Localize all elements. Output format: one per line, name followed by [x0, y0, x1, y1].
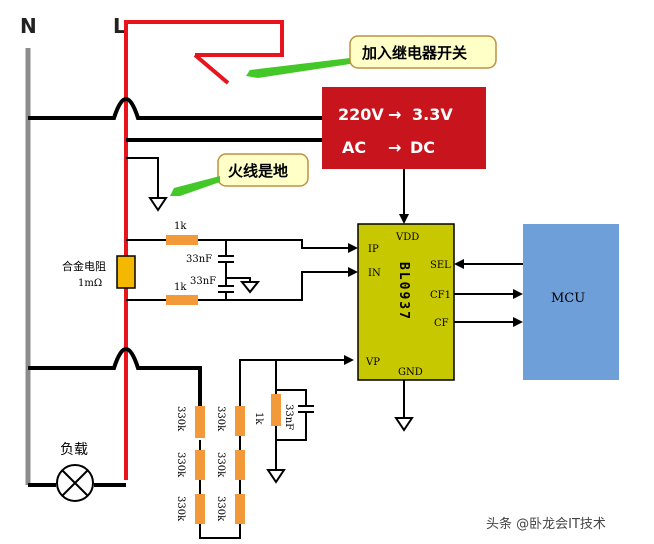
chip-ground — [394, 380, 414, 432]
resistor-div-4-value: 330k — [215, 406, 226, 432]
resistor-vp-value: 1k — [253, 412, 264, 425]
mcu-box — [523, 224, 619, 380]
pin-sel: SEL — [430, 260, 451, 271]
wire-neutral-bottom — [28, 347, 202, 410]
converter-in-voltage: 220V — [338, 105, 384, 124]
bl0937-chip — [357, 223, 455, 381]
resistor-div-2-value: 330k — [175, 452, 186, 478]
capacitor-vp-value: 33nF — [283, 404, 294, 430]
pin-gnd: GND — [398, 367, 423, 378]
in-branch — [126, 267, 358, 301]
live-label: L — [113, 14, 126, 38]
neutral-label: N — [20, 14, 37, 38]
resistor-div-5-value: 330k — [215, 452, 226, 478]
callout-live-ground-text: 火线是地 — [228, 162, 288, 180]
wire-neutral-top — [28, 97, 322, 120]
callout-relay-text: 加入继电器开关 — [361, 44, 467, 62]
capacitor-ip-value: 33nF — [186, 254, 212, 265]
resistor-in — [166, 295, 198, 305]
converter-arrow-2: → — [388, 138, 401, 157]
resistor-ip — [166, 235, 198, 245]
chip-name: BL0937 — [396, 262, 411, 321]
live-ground — [126, 157, 168, 212]
pin-in: IN — [368, 268, 381, 279]
converter-in-type: AC — [342, 138, 366, 157]
converter-arrow-1: → — [388, 105, 401, 124]
pin-cf: CF — [434, 318, 449, 329]
resistor-div-1-value: 330k — [175, 406, 186, 432]
resistor-vp — [271, 394, 281, 426]
resistor-div-1 — [195, 406, 205, 438]
capacitor-in-value: 33nF — [190, 276, 216, 287]
watermark: 头条 @卧龙会IT技术 — [486, 516, 606, 532]
resistor-div-2 — [195, 450, 205, 480]
mcu-label: MCU — [551, 291, 585, 306]
callout-relay: 加入继电器开关 — [246, 35, 497, 78]
load-label: 负载 — [60, 442, 88, 458]
converter-out-type: DC — [410, 138, 435, 157]
pin-ip: IP — [368, 244, 379, 255]
pin-vp: VP — [365, 357, 380, 368]
resistor-div-5 — [235, 450, 245, 480]
resistor-in-value: 1k — [174, 282, 187, 293]
resistor-div-3-value: 330k — [175, 496, 186, 522]
resistor-ip-value: 1k — [174, 221, 187, 232]
resistor-div-6 — [235, 494, 245, 524]
callout-live-ground: 火线是地 — [170, 153, 309, 196]
resistor-div-4 — [235, 406, 245, 436]
load-lamp — [56, 464, 94, 502]
converter-box — [322, 87, 486, 169]
shunt-resistor — [116, 255, 136, 289]
resistor-div-3 — [195, 494, 205, 524]
pin-vdd: VDD — [395, 232, 419, 243]
shunt-name: 合金电阻 — [62, 259, 106, 273]
shunt-value: 1mΩ — [78, 278, 102, 289]
pin-cf1: CF1 — [430, 290, 451, 301]
resistor-div-6-value: 330k — [215, 496, 226, 522]
divider-wires — [199, 355, 354, 539]
converter-out-voltage: 3.3V — [412, 105, 453, 124]
live-rail — [124, 20, 284, 480]
ip-branch — [126, 239, 358, 278]
